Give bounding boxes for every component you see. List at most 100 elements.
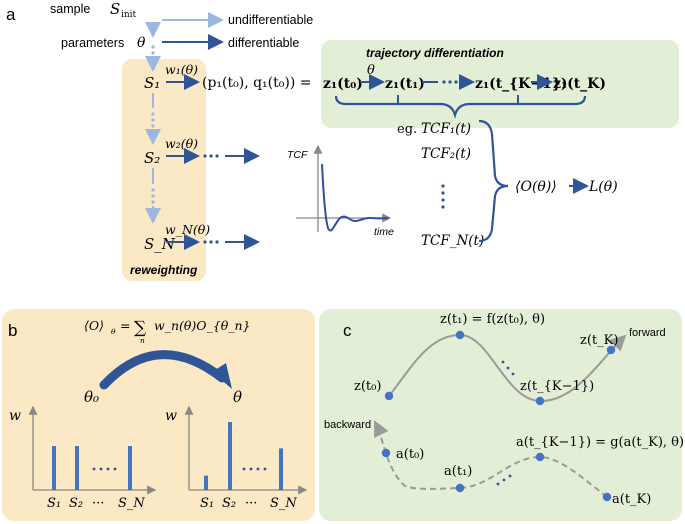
- theta-curve-arrow: [99, 350, 227, 390]
- state-s1: S₁: [144, 74, 160, 92]
- right-xtick-3: S_N: [270, 496, 297, 511]
- tcf-plot-ylabel: TCF: [287, 149, 308, 161]
- forward-point-0: [384, 391, 394, 401]
- forward-label-1: z(t₁) = f(z(t₀), θ): [440, 312, 545, 327]
- init-equation: (p₁(t₀), q₁(t₀)) =: [202, 75, 311, 91]
- left-xtick-2: ···: [92, 496, 104, 511]
- state-s2: S₂: [144, 149, 160, 167]
- weight-w1: w₁(θ): [165, 62, 198, 77]
- tcf-n: TCF_N(t): [421, 233, 484, 249]
- forward-point-3: [606, 345, 616, 355]
- backward-curve: [374, 420, 608, 498]
- right-bar-0: [204, 475, 208, 490]
- wn-dots: [203, 240, 219, 244]
- sample-label: sample: [50, 2, 90, 16]
- right-xtick-1: S₂: [222, 496, 236, 511]
- traj-theta: θ: [367, 63, 375, 78]
- reweighting-panel: [122, 59, 206, 281]
- tcf-1: TCF₁(t): [421, 121, 471, 137]
- trajectory-panel: [321, 40, 679, 128]
- panel-c: c z(t₀) z(t₁) = f(z(t₀), θ) z(t_{K−1}) z…: [319, 309, 684, 521]
- traj-node-3: z₁(t_K): [553, 76, 606, 92]
- panel-a-label: a: [6, 5, 16, 24]
- legend-undiff-label: undifferentiable: [228, 13, 313, 27]
- sample-symbol: S: [110, 0, 120, 18]
- panel-c-background: [319, 309, 682, 521]
- traj-dots: [442, 80, 458, 84]
- weight-wn: w_N(θ): [165, 222, 210, 237]
- eq-sum-index: n: [140, 336, 145, 345]
- forward-label-3: z(t_K): [580, 333, 618, 348]
- tcf-brace: [478, 119, 509, 243]
- backward-point-1: [455, 483, 465, 493]
- forward-label: forward: [629, 327, 666, 339]
- left-bars: [52, 446, 132, 490]
- traj-node-0: z₁(t₀): [323, 76, 363, 92]
- panel-b-label: b: [8, 321, 17, 340]
- right-bar-2: [279, 448, 283, 490]
- eq-sum: ∑: [134, 318, 146, 338]
- backward-point-2: [535, 452, 545, 462]
- right-axis-w: w: [165, 408, 177, 424]
- forward-curve: [388, 333, 627, 403]
- left-bar-2: [128, 446, 132, 490]
- theta-curve-arrowhead: [212, 363, 232, 389]
- backward-label: backward: [324, 419, 371, 431]
- sample-subscript: init: [121, 10, 137, 20]
- forward-dots: [501, 360, 515, 376]
- backward-label-3: a(t_K): [612, 492, 651, 507]
- tcf-2: TCF₂(t): [421, 146, 471, 162]
- backward-dots: [496, 474, 512, 486]
- left-xtick-3: S_N: [118, 496, 145, 511]
- right-bar-dots: [242, 467, 267, 471]
- eq-equals: =: [120, 318, 130, 333]
- params-dots: [151, 45, 155, 61]
- state-sn: S_N: [144, 235, 176, 253]
- loss: L(θ): [588, 179, 618, 195]
- example-prefix: eg.: [397, 122, 417, 137]
- legend-diff-label: differentiable: [228, 36, 299, 50]
- left-bar-dots: [92, 467, 117, 471]
- theta-end: θ: [233, 388, 242, 406]
- forward-label-2: z(t_{K−1}): [520, 379, 594, 394]
- backward-point-0: [381, 448, 391, 458]
- backward-point-3: [602, 492, 612, 502]
- panel-b-background: [2, 309, 315, 521]
- eq-lhs-sub: θ: [111, 327, 116, 336]
- forward-point-2: [535, 396, 545, 406]
- s2-sn-dots: [151, 188, 155, 204]
- backward-label-0: a(t₀): [396, 447, 424, 462]
- left-xtick-1: S₂: [69, 496, 83, 511]
- right-bars: [204, 422, 283, 490]
- reweighting-title: reweighting: [130, 263, 198, 277]
- panel-c-label: c: [343, 321, 352, 340]
- left-xtick-0: S₁: [47, 496, 61, 511]
- params-label: parameters: [61, 36, 124, 50]
- forward-label-0: z(t₀): [354, 379, 381, 394]
- left-bar-1: [75, 446, 79, 490]
- traj-node-1: z₁(t₁): [385, 76, 425, 92]
- backward-label-2: a(t_{K−1}) = g(a(t_K), θ): [516, 435, 684, 450]
- trajectory-brace: [334, 95, 587, 120]
- forward-point-1: [455, 330, 465, 340]
- left-axis-w: w: [9, 408, 21, 424]
- tcf-plot-xlabel: time: [374, 226, 394, 238]
- backward-label-1: a(t₁): [444, 464, 472, 479]
- eq-lhs: ⟨O⟩: [84, 318, 104, 333]
- tcf-dots: [441, 184, 445, 209]
- trajectory-title: trajectory differentiation: [366, 46, 504, 60]
- right-xtick-0: S₁: [200, 496, 214, 511]
- panel-a: a sample S init parameters θ undifferent…: [6, 0, 679, 281]
- observable: ⟨O(θ)⟩: [515, 179, 557, 195]
- s1-s2-dots: [151, 112, 155, 128]
- right-xtick-2: ···: [245, 496, 257, 511]
- weight-w2: w₂(θ): [165, 136, 198, 151]
- panel-b: b ⟨O⟩ θ = ∑ n w_n(θ)O_{θ_n} θ₀ θ w S₁ S₂…: [2, 309, 315, 521]
- left-bar-0: [52, 446, 56, 490]
- eq-rhs: w_n(θ)O_{θ_n}: [154, 318, 251, 333]
- params-symbol: θ: [137, 35, 146, 51]
- right-bar-1: [228, 422, 232, 490]
- theta-start: θ₀: [84, 388, 99, 406]
- w2-dots: [203, 154, 219, 158]
